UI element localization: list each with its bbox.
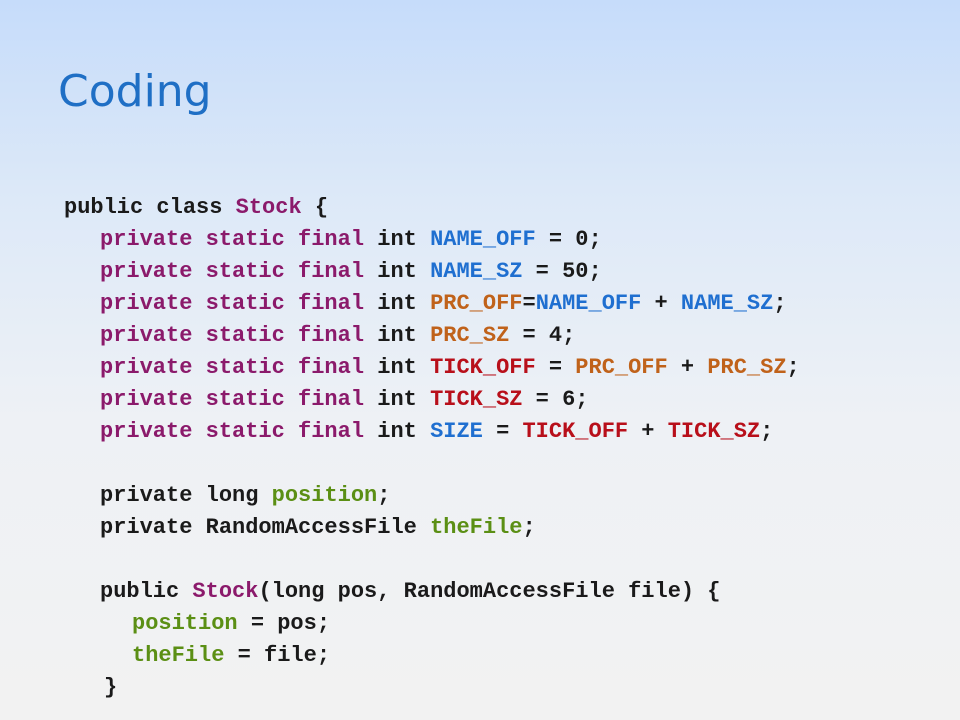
code-token-field: position (132, 611, 238, 636)
code-line-constructor: public Stock(long pos, RandomAccessFile … (64, 576, 800, 608)
code-token: private long (100, 483, 272, 508)
code-token: (long pos, RandomAccessFile file) { (258, 579, 721, 604)
code-token-type: int (377, 387, 431, 412)
code-line-tick-off: private static final int TICK_OFF = PRC_… (64, 352, 800, 384)
code-token: = (522, 291, 536, 316)
code-token-constant: TICK_SZ (667, 419, 761, 444)
code-token: = 50; (522, 259, 602, 284)
code-line-class-declaration: public class Stock { (64, 192, 800, 224)
code-token-constant: PRC_SZ (707, 355, 787, 380)
code-token: public (100, 579, 193, 604)
code-token-constant: SIZE (430, 419, 483, 444)
code-token: ; (760, 419, 774, 444)
code-token-field: theFile (132, 643, 225, 668)
code-token-constant: PRC_SZ (430, 323, 510, 348)
code-token-constant: NAME_SZ (680, 291, 774, 316)
code-token: private RandomAccessFile (100, 515, 431, 540)
code-token-type: int (377, 419, 431, 444)
code-token: + (667, 355, 708, 380)
slide-title: Coding (58, 66, 212, 117)
code-token: = 0; (535, 227, 602, 252)
code-line-assign-thefile: theFile = file; (64, 640, 800, 672)
code-token: = 4; (509, 323, 576, 348)
code-token-type: int (377, 291, 431, 316)
code-token-modifiers: private static final (100, 259, 378, 284)
code-token: public class (64, 195, 236, 220)
code-token-constant: NAME_SZ (430, 259, 523, 284)
code-token: ; (773, 291, 787, 316)
code-token: ; (522, 515, 536, 540)
code-block: public class Stock { private static fina… (64, 192, 800, 704)
code-token-constant: PRC_OFF (430, 291, 523, 316)
code-line-name-sz: private static final int NAME_SZ = 50; (64, 256, 800, 288)
code-line-prc-sz: private static final int PRC_SZ = 4; (64, 320, 800, 352)
code-token-modifiers: private static final (100, 227, 378, 252)
code-token-constant: PRC_OFF (575, 355, 668, 380)
code-token: = (535, 355, 576, 380)
code-token-constructor-name: Stock (192, 579, 259, 604)
code-line-tick-sz: private static final int TICK_SZ = 6; (64, 384, 800, 416)
code-token: { (301, 195, 329, 220)
code-token: + (641, 291, 681, 316)
code-token-type: int (377, 259, 431, 284)
code-token: ; (377, 483, 391, 508)
code-token-field: theFile (430, 515, 523, 540)
code-token: = 6; (522, 387, 589, 412)
code-line-size: private static final int SIZE = TICK_OFF… (64, 416, 800, 448)
code-token-field: position (271, 483, 378, 508)
code-token-constant: TICK_SZ (430, 387, 523, 412)
code-token-constant: NAME_OFF (535, 291, 642, 316)
code-line-name-off: private static final int NAME_OFF = 0; (64, 224, 800, 256)
code-line-thefile-field: private RandomAccessFile theFile; (64, 512, 800, 544)
code-token-modifiers: private static final (100, 355, 378, 380)
code-token-type: int (377, 355, 431, 380)
code-token-modifiers: private static final (100, 323, 378, 348)
code-token-class-name: Stock (235, 195, 302, 220)
code-token: } (104, 675, 118, 700)
code-token: = file; (224, 643, 331, 668)
code-token-type: int (377, 323, 431, 348)
code-token: + (628, 419, 668, 444)
code-token: = (482, 419, 523, 444)
code-token: = pos; (237, 611, 331, 636)
code-line-closing-brace: } (64, 672, 800, 704)
code-token-type: int (377, 227, 431, 252)
code-token-modifiers: private static final (100, 387, 378, 412)
code-token: ; (786, 355, 800, 380)
code-line-assign-position: position = pos; (64, 608, 800, 640)
code-token-modifiers: private static final (100, 291, 378, 316)
code-line-prc-off: private static final int PRC_OFF=NAME_OF… (64, 288, 800, 320)
code-token-constant: NAME_OFF (430, 227, 536, 252)
code-token-modifiers: private static final (100, 419, 378, 444)
code-token-constant: TICK_OFF (430, 355, 536, 380)
code-line-position-field: private long position; (64, 480, 800, 512)
code-token-constant: TICK_OFF (522, 419, 629, 444)
